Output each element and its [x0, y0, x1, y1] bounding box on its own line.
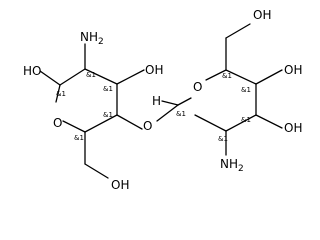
anomeric-hydrogen-label: H [152, 94, 161, 108]
stereo-label: &1 [74, 134, 84, 142]
stereo-descriptors: &1 &1 &1 &1 &1 &1 &1 &1 &1 &1 [56, 71, 251, 143]
hydroxyl-label-bottom-left: OH [111, 178, 129, 192]
left-ring-oxygen-label: O [53, 116, 62, 130]
chemical-structure: HO NH2 OH O O OH OH OH O H OH NH2 &1 &1 … [23, 8, 302, 192]
right-ring-bonds [156, 23, 283, 156]
hydroxyl-label-right-lower: OH [284, 121, 302, 135]
hydroxyl-label-top-right: OH [253, 8, 271, 22]
amine-label-top: NH2 [80, 30, 104, 47]
right-ring-oxygen-label: O [193, 80, 202, 94]
stereo-label: &1 [222, 72, 232, 80]
stereo-label: &1 [56, 90, 66, 98]
stereo-label: &1 [218, 135, 228, 143]
hydroxyl-label-right-upper: OH [284, 63, 302, 77]
hydroxyl-label-mid: OH [145, 63, 163, 77]
left-ring-bonds [39, 43, 145, 179]
atom-labels: HO NH2 OH O O OH OH OH O H OH NH2 [23, 8, 302, 192]
stereo-label: &1 [103, 111, 113, 119]
hydroxyl-label-left: HO [23, 64, 41, 78]
amine-label-bottom: NH2 [220, 157, 244, 174]
glycosidic-oxygen-label: O [143, 119, 152, 133]
stereo-label: &1 [86, 71, 96, 79]
stereo-label: &1 [103, 85, 113, 93]
stereo-label: &1 [241, 86, 251, 94]
stereo-label: &1 [241, 116, 251, 124]
stereo-label: &1 [176, 110, 186, 118]
